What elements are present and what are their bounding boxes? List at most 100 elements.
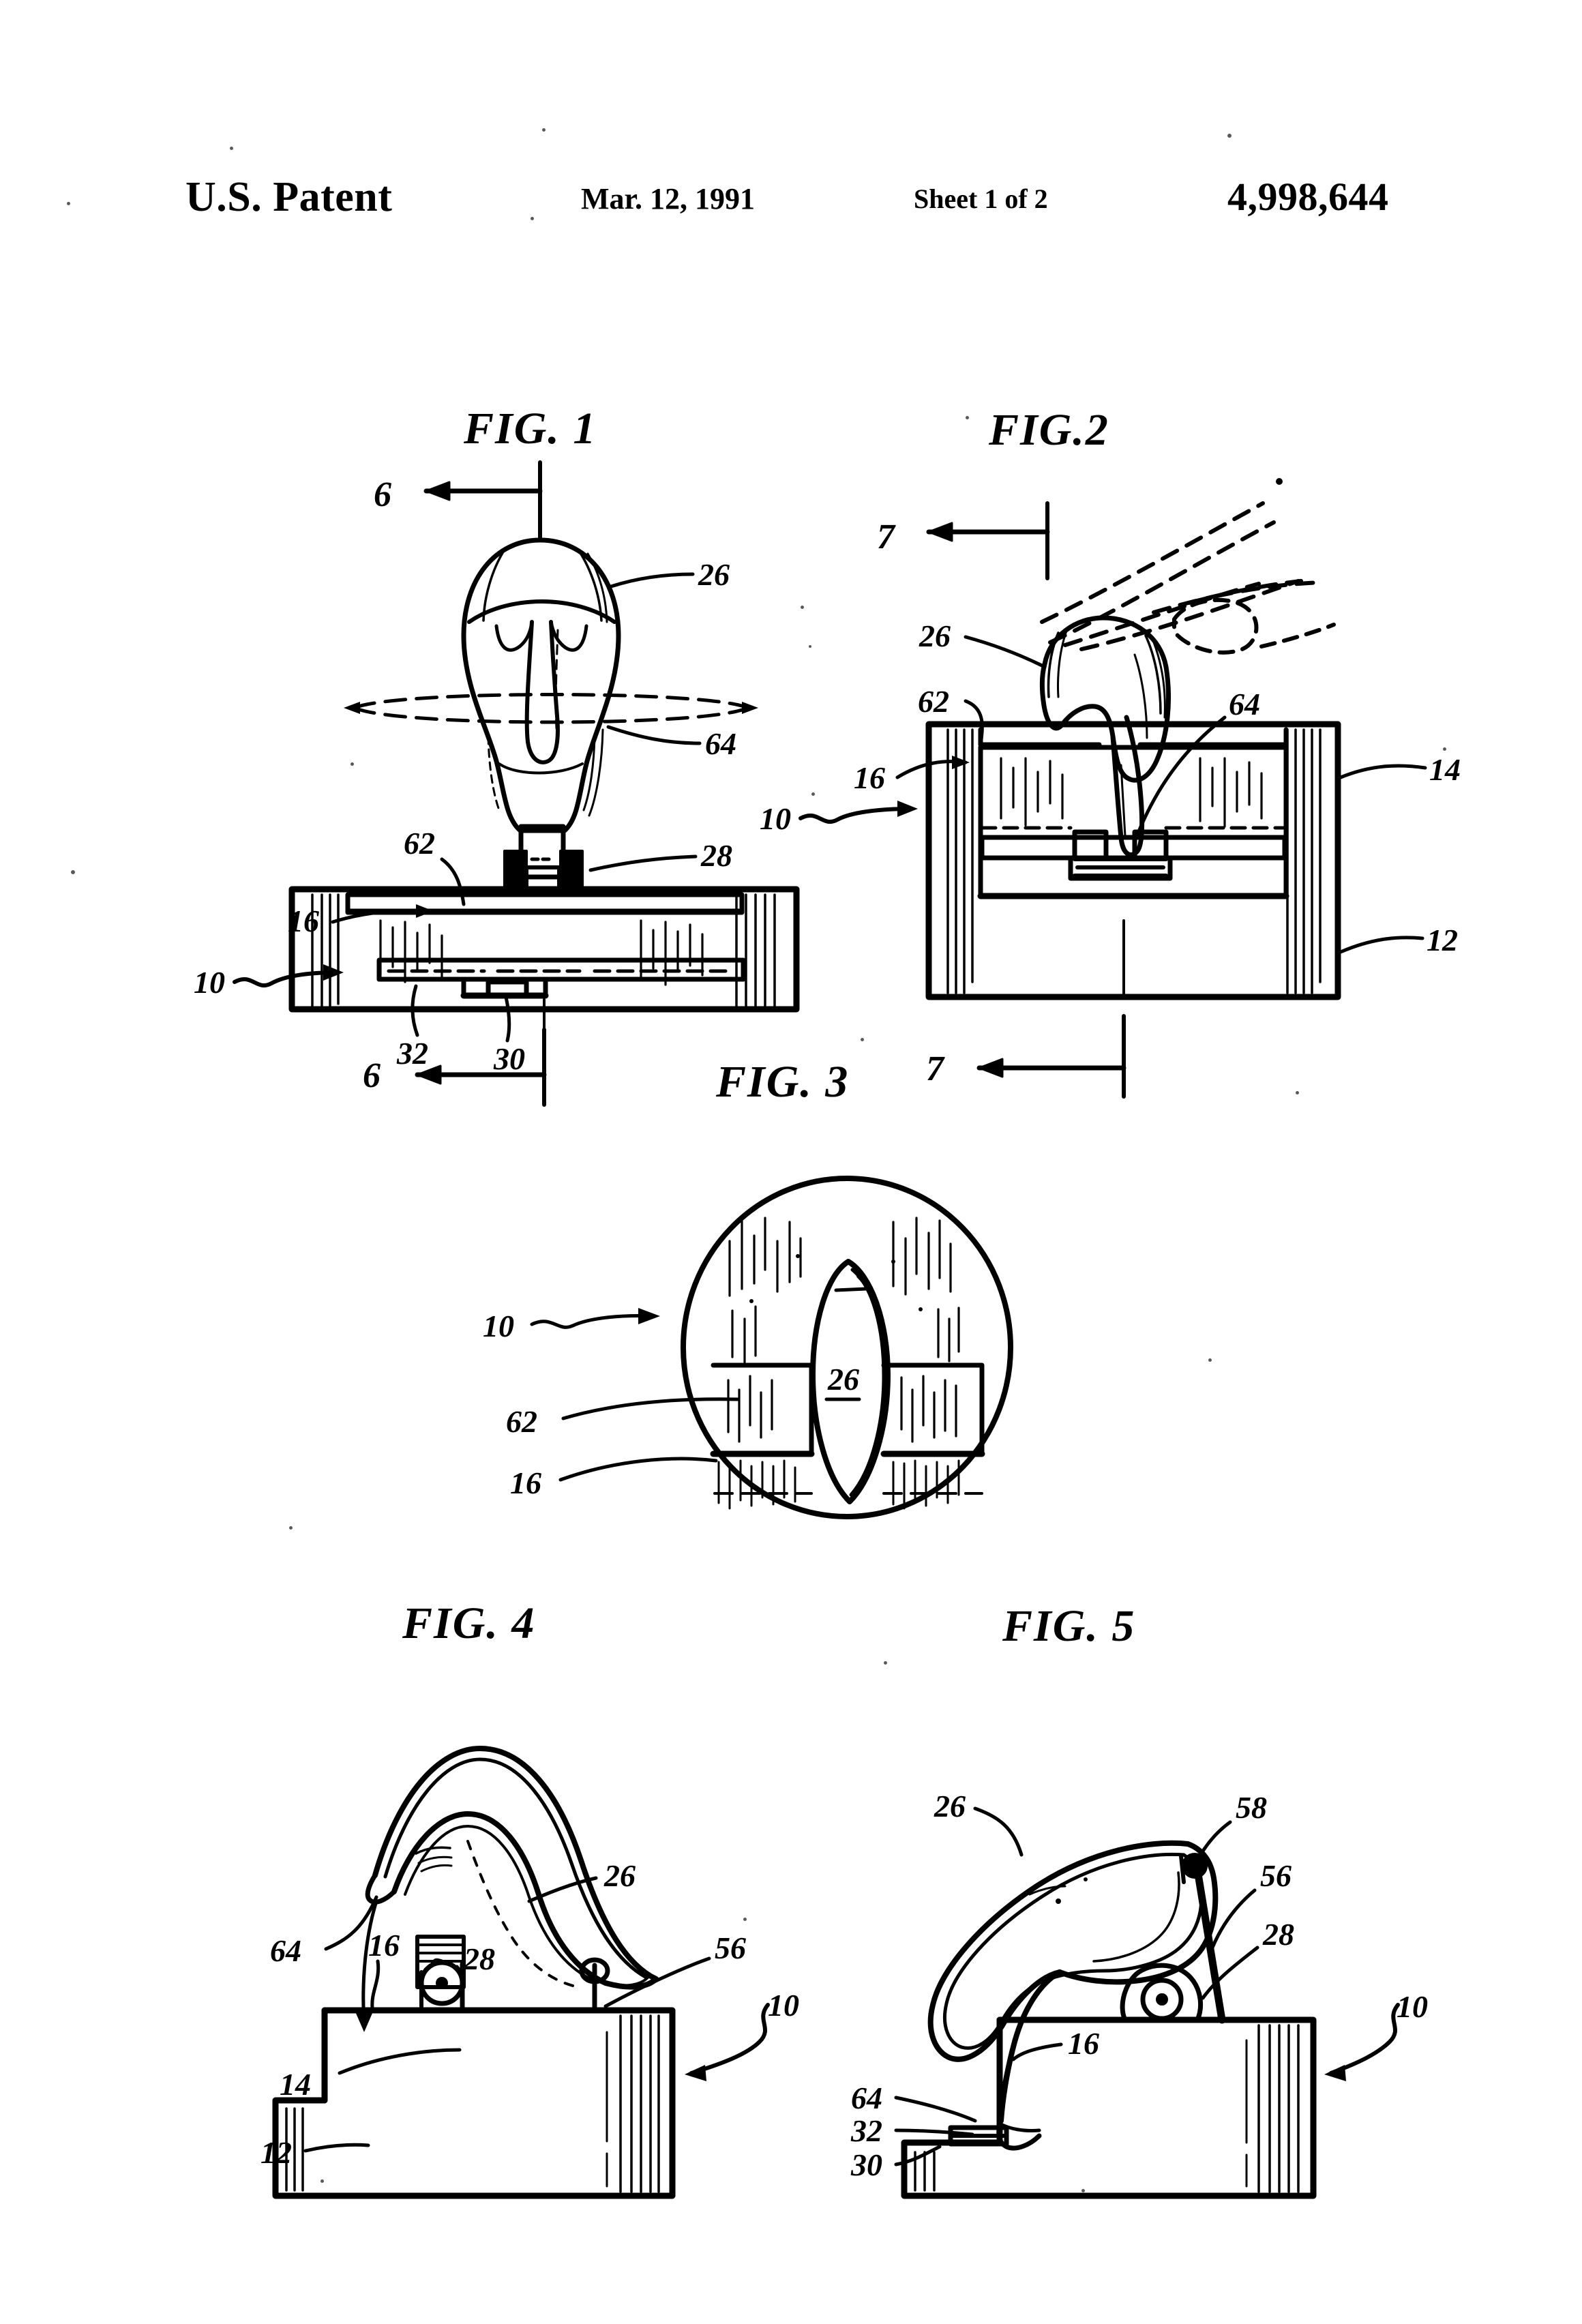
figure-2: FIG.2 7 [760,382,1487,1099]
fig4-callout-28: 28 [463,1941,495,1976]
fig2-callout-26: 26 [919,619,951,653]
scan-speck [71,870,75,874]
fig1-callout-64: 64 [705,726,736,761]
fig4-callout-56: 56 [715,1931,746,1965]
fig1-lid-body [461,537,621,833]
scan-speck [350,762,354,766]
fig5-callout-28: 28 [1262,1917,1294,1952]
fig1-callout-62: 62 [404,826,435,861]
patent-number: 4,998,644 [1227,175,1389,219]
fig5-callout-16: 16 [1068,2026,1099,2061]
fig2-section-line-bottom [976,1014,1126,1099]
scan-speck [542,128,546,132]
fig3-title: FIG. 3 [715,1057,849,1107]
fig3-callout-26: 26 [827,1362,859,1397]
fig2-phantom-lid-outline [1172,598,1336,655]
patent-office-label: U.S. Patent [185,174,393,220]
fig1-leader-arrow-16 [416,904,434,918]
scan-speck [884,1661,887,1665]
fig4-hinge-assembly [415,1935,610,2013]
scan-speck [320,2179,324,2183]
fig1-hinge-post [503,824,584,891]
scan-speck [811,792,815,796]
fig1-section-line-bottom [415,1028,547,1107]
fig5-title: FIG. 5 [1002,1601,1135,1651]
fig4-callout-14: 14 [280,2067,311,2102]
fig2-lid-body [1039,615,1171,857]
fig5-callout-56: 56 [1260,1858,1292,1893]
scan-speck [1296,1091,1299,1094]
scan-speck [531,217,534,220]
scan-speck [809,645,811,648]
fig1-section-mark-bottom: 6 [363,1056,380,1095]
fig2-title: FIG.2 [988,405,1109,455]
fig2-leader-lines [895,635,1427,954]
fig4-housing [272,2007,676,2199]
fig4-leader-lines [303,1876,711,2153]
scan-speck [801,606,804,609]
issue-date: Mar. 12, 1991 [581,182,756,215]
scan-speck [289,1526,293,1530]
fig5-callout-26: 26 [934,1789,966,1823]
fig1-title: FIG. 1 [463,404,597,453]
fig5-leader-10 [1324,2003,1400,2081]
fig1-section-line-top [423,460,543,541]
fig4-title: FIG. 4 [402,1598,535,1648]
fig4-callout-64: 64 [270,1933,301,1968]
figure-4: FIG. 4 [205,1555,873,2199]
fig3-base-16 [710,1450,985,1510]
fig5-callout-30: 30 [850,2147,882,2182]
fig4-leader-10 [685,2003,770,2081]
figure-1: FIG. 1 6 [194,382,846,1107]
fig2-callout-14: 14 [1429,752,1461,787]
fig2-leader-10 [799,801,918,824]
fig2-phantom-motion-lines [1040,501,1325,651]
fig1-leader-10 [233,964,344,988]
fig1-callout-32: 32 [396,1036,428,1071]
fig3-leader-arrow-10 [638,1308,660,1324]
scan-speck [966,416,969,419]
figure-5: FIG. 5 [805,1555,1487,2199]
scan-speck [743,1918,747,1921]
fig2-leader-arrow-16 [952,756,970,769]
fig2-callout-12: 12 [1427,923,1458,957]
fig1-callout-30: 30 [493,1041,525,1076]
fig1-section-mark-top: 6 [374,475,391,514]
scan-speck [67,202,70,205]
fig4-callout-10: 10 [768,1988,799,2023]
fig4-callout-26: 26 [603,1858,636,1893]
fig1-phantom-sweep-ellipse [344,693,758,724]
scan-speck [861,1038,864,1041]
figure-3: FIG. 3 [443,1016,1166,1555]
fig4-callout-12: 12 [260,2135,292,2170]
fig4-leader-hook-28 [455,1965,464,1976]
scan-speck [1227,134,1232,138]
fig2-section-mark-bottom: 7 [926,1049,945,1088]
fig1-leader-lines [331,572,702,1043]
sheet-header: U.S. Patent Mar. 12, 1991 Sheet 1 of 2 4… [0,176,1582,230]
scan-speck [1443,747,1446,751]
fig5-lid-26 [927,1840,1219,2151]
fig2-callout-10: 10 [760,801,791,836]
fig3-callout-16: 16 [510,1465,541,1500]
fig5-callout-32: 32 [850,2113,882,2148]
fig2-section-line-top [926,501,1050,580]
fig5-hinge-assembly [1120,1853,1226,2024]
fig2-callout-16: 16 [854,760,885,795]
fig2-callout-62: 62 [918,684,949,719]
sheet-number: Sheet 1 of 2 [914,183,1048,214]
fig3-housing-circle [681,1176,1013,1519]
fig1-callout-26: 26 [698,557,730,592]
fig3-leader-lines [530,1314,740,1482]
fig3-callout-10: 10 [483,1309,514,1343]
fig1-callout-28: 28 [700,838,732,873]
fig3-lid-26 [810,1259,891,1504]
fig2-section-mark-top: 7 [877,518,896,556]
fig2-housing [925,721,1341,1000]
fig4-callout-16: 16 [368,1928,400,1963]
fig5-leader-lines [894,1806,1259,2166]
fig5-callout-58: 58 [1236,1790,1267,1825]
fig3-callout-62: 62 [506,1404,537,1439]
fig2-phantom-dot [1276,478,1283,485]
